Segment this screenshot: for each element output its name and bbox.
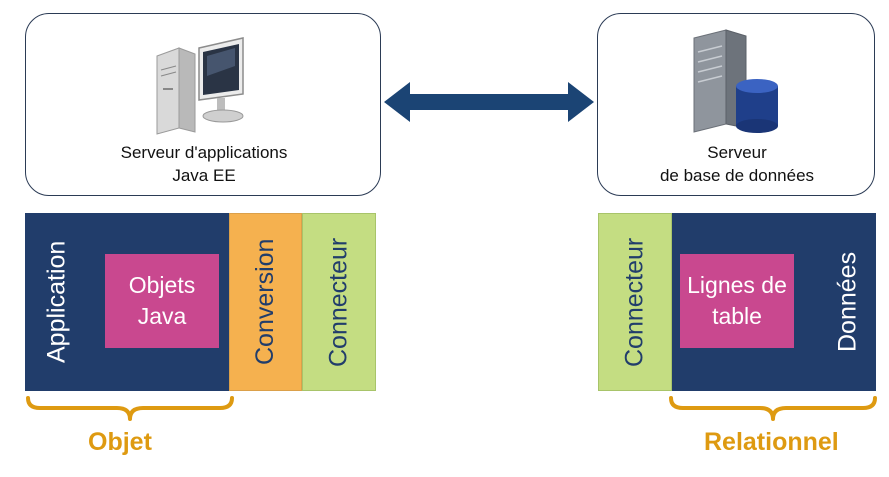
conversion-label: Conversion — [251, 238, 279, 366]
table-rows-box: Lignes de table — [680, 254, 794, 348]
table-rows-line1: Lignes de — [687, 272, 787, 298]
db-server-box: Serveur de base de données — [597, 13, 875, 196]
table-rows-line2: table — [712, 303, 762, 329]
db-server-line1: Serveur — [707, 143, 767, 162]
db-server-line2: de base de données — [659, 166, 815, 185]
conversion-layer — [229, 213, 302, 391]
right-connector-layer — [598, 213, 672, 391]
app-server-label: Serveur d'applications Java EE — [26, 141, 382, 187]
java-objects-line1: Objets — [128, 272, 196, 298]
left-connector-label: Connecteur — [324, 237, 353, 367]
java-objects-line2: Java — [137, 303, 187, 329]
app-server-line1: Serveur d'applications — [120, 143, 288, 162]
desktop-computer-icon — [156, 37, 244, 135]
app-server-line2: Java EE — [172, 166, 236, 185]
object-label: Objet — [88, 428, 152, 456]
application-label: Application — [42, 240, 71, 364]
bidirectional-arrow-icon — [384, 82, 594, 122]
data-label: Données — [833, 251, 862, 353]
java-objects-box: Objets Java — [105, 254, 219, 348]
database-server-icon — [693, 29, 778, 133]
relational-bracket — [669, 396, 877, 421]
app-server-box: Serveur d'applications Java EE — [25, 13, 381, 196]
right-connector-label: Connecteur — [620, 237, 649, 367]
left-connector-layer — [302, 213, 376, 391]
db-server-label: Serveur de base de données — [598, 141, 876, 187]
object-bracket — [26, 396, 234, 421]
relational-label: Relationnel — [704, 428, 839, 456]
